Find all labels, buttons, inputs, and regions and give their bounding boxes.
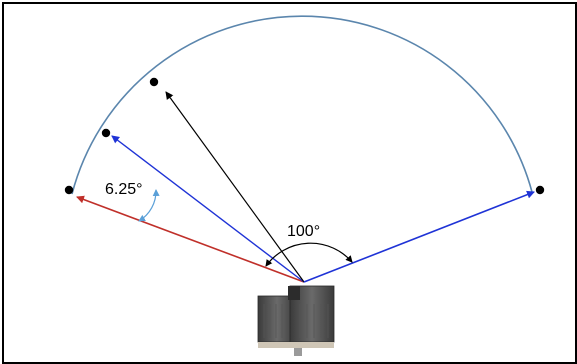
dot-right [535, 185, 545, 195]
dot-left [64, 185, 74, 195]
sweep-arc [71, 15, 533, 195]
red-ray [76, 195, 305, 283]
sensor-device-icon [257, 285, 335, 356]
blue-ray-left [111, 135, 305, 283]
small-angle-arc [138, 189, 160, 222]
angle-diagram: 6.25° 100° [64, 15, 545, 356]
dot-upper-left [101, 128, 111, 138]
large-angle-label: 100° [287, 223, 320, 240]
dot-top [149, 77, 159, 87]
black-ray [165, 91, 305, 283]
large-angle-arc [265, 242, 353, 267]
blue-ray-right [303, 190, 535, 283]
small-angle-label: 6.25° [105, 181, 143, 198]
